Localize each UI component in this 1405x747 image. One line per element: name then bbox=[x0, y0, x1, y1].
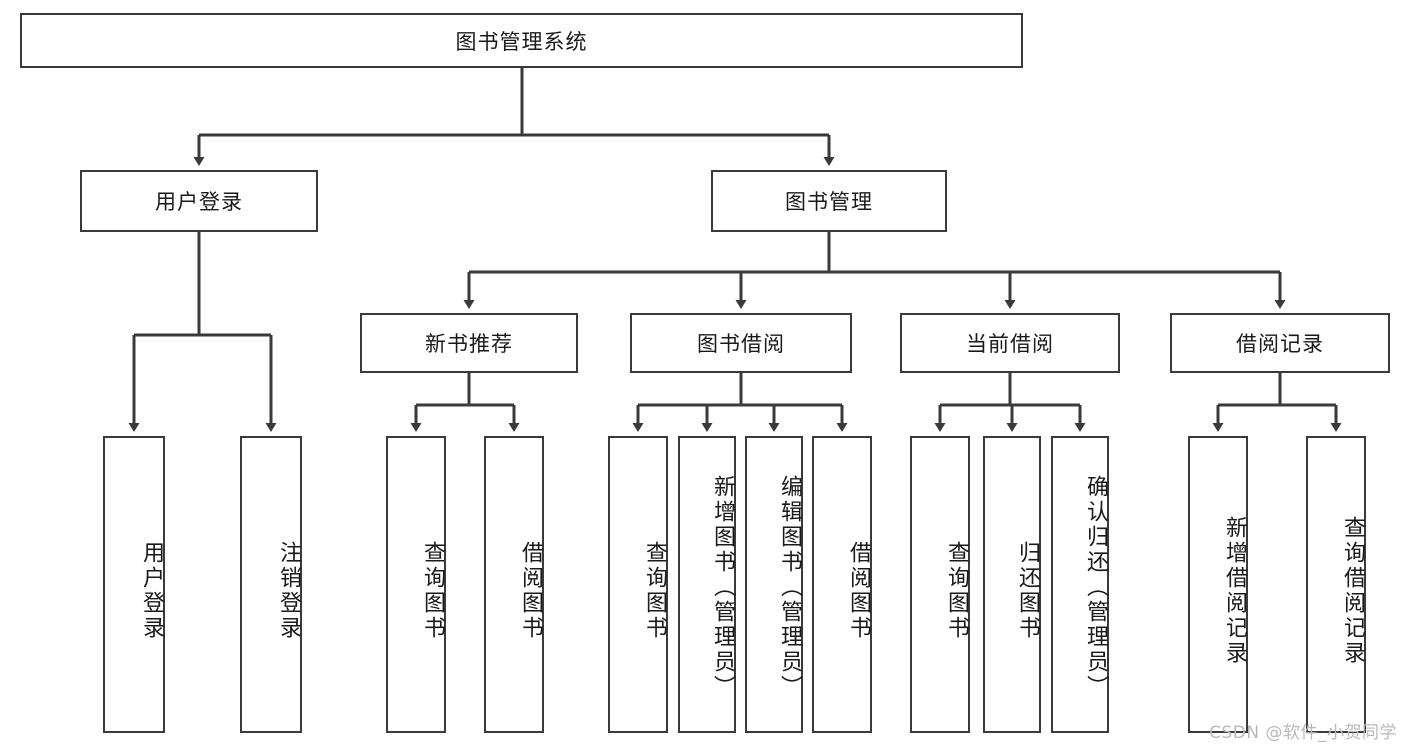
node-book-management[interactable]: 图书管理 bbox=[711, 170, 947, 232]
leaf-confirm-return-admin[interactable]: 确认归还（管理员） bbox=[1051, 436, 1109, 733]
watermark: CSDN @软件_小贺同学 bbox=[1209, 723, 1397, 743]
leaf-return-book[interactable]: 归还图书 bbox=[983, 436, 1041, 733]
leaf-query-book-recommend[interactable]: 查询图书 bbox=[386, 436, 446, 733]
leaf-borrow-book[interactable]: 借阅图书 bbox=[812, 436, 872, 733]
leaf-add-book-admin[interactable]: 新增图书（管理员） bbox=[678, 436, 736, 733]
node-book-borrow[interactable]: 图书借阅 bbox=[630, 313, 852, 373]
node-borrow-record[interactable]: 借阅记录 bbox=[1170, 313, 1390, 373]
leaf-logout[interactable]: 注销登录 bbox=[240, 436, 302, 733]
node-root[interactable]: 图书管理系统 bbox=[20, 13, 1023, 68]
leaf-user-login[interactable]: 用户登录 bbox=[103, 436, 165, 733]
leaf-query-book-current[interactable]: 查询图书 bbox=[910, 436, 970, 733]
leaf-query-book-borrow[interactable]: 查询图书 bbox=[608, 436, 668, 733]
node-current-borrow[interactable]: 当前借阅 bbox=[900, 313, 1120, 373]
leaf-borrow-book-recommend[interactable]: 借阅图书 bbox=[484, 436, 544, 733]
leaf-edit-book-admin[interactable]: 编辑图书（管理员） bbox=[745, 436, 803, 733]
leaf-query-borrow-record[interactable]: 查询借阅记录 bbox=[1306, 436, 1366, 733]
node-user-login[interactable]: 用户登录 bbox=[80, 170, 318, 232]
leaf-add-borrow-record[interactable]: 新增借阅记录 bbox=[1188, 436, 1248, 733]
node-new-book-recommend[interactable]: 新书推荐 bbox=[360, 313, 578, 373]
